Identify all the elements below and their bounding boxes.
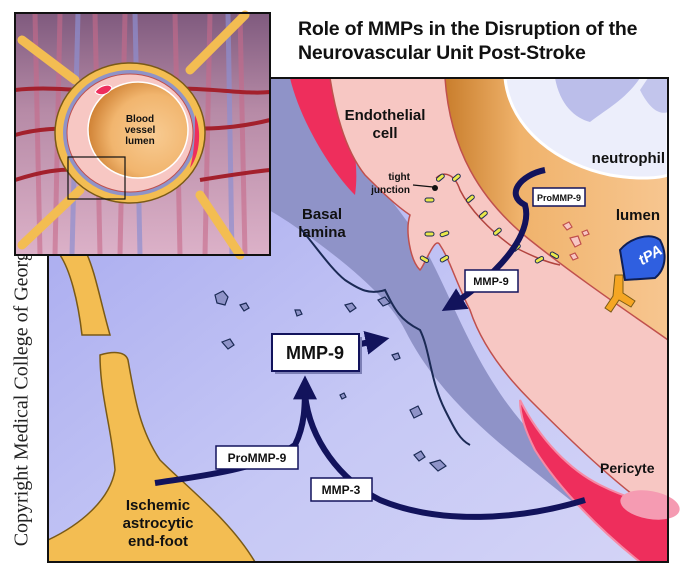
astrocyte-process (58, 249, 111, 336)
basal-lamina (48, 78, 668, 562)
basal-lamina-label-1: Basal (302, 206, 342, 223)
inset-zoom-region (67, 156, 126, 200)
endothelial-cell (329, 77, 669, 522)
basal-lamina-fragments (214, 290, 447, 472)
inset-label-line-3: lumen (125, 136, 154, 147)
main-panel-border (47, 77, 669, 563)
astrocyte-end-foot (47, 351, 257, 563)
tight-junction-label-1: tight (388, 172, 410, 183)
neutrophil-label: neutrophil (592, 150, 665, 167)
prommp9-neutrophil-label: ProMMP-9 (537, 193, 581, 203)
pericyte-nucleus (620, 490, 680, 520)
tight-junction-label-2: junction (370, 185, 410, 196)
inset-label-line-1: Blood (126, 114, 154, 125)
inset-panel: Blood vessel lumen (14, 10, 271, 260)
tight-junction-line (435, 173, 561, 266)
inset-lumen (87, 81, 189, 179)
inset-border (14, 12, 271, 256)
inset-pericyte-small (94, 84, 113, 96)
tpa-molecule (618, 235, 666, 282)
figure-title: Role of MMPs in the Disruption of the Ne… (298, 17, 637, 65)
mmp3-label: MMP-3 (322, 483, 361, 497)
title-line-2: Neurovascular Unit Post-Stroke (298, 42, 586, 64)
mmp9-main-label: MMP-9 (286, 343, 344, 363)
astrocyte-label-3: end-foot (128, 533, 188, 550)
endothelial-fragments (562, 221, 590, 261)
prommp9-neutrophil-box: ProMMP-9 (532, 187, 586, 207)
inset-pericyte (190, 115, 200, 168)
neutrophil-nucleus (555, 78, 640, 122)
endothelial-label-1: Endothelial (345, 107, 426, 124)
mmp9-small-label: MMP-9 (473, 276, 508, 288)
prommp9-astrocyte-label: ProMMP-9 (228, 451, 287, 465)
neutrophil-nucleus-lobe (640, 78, 668, 113)
tight-junction-pointer (412, 184, 434, 188)
neutrophil-cell (503, 76, 670, 180)
astrocyte-label-1: Ischemic (126, 497, 190, 514)
mmp9-main-box: MMP-9 (271, 333, 362, 374)
mmp3-box: MMP-3 (310, 477, 373, 502)
basal-lamina-edge (299, 227, 471, 446)
mmp3-pericyte-arrow (302, 394, 586, 520)
endothelial-label-2: cell (372, 125, 397, 142)
prommp9-astrocyte-box: ProMMP-9 (215, 445, 299, 470)
tpa-receptor (604, 274, 636, 313)
lumen-label: lumen (616, 207, 660, 224)
mmp9-small-box: MMP-9 (464, 269, 519, 293)
astrocyte-label-2: astrocytic (123, 515, 194, 532)
tight-junction-pointer-dot (432, 185, 438, 191)
inset-label-line-2: vessel (125, 125, 156, 136)
pericyte-label: Pericyte (600, 460, 655, 476)
basal-lamina-label-2: lamina (298, 224, 346, 241)
title-line-1: Role of MMPs in the Disruption of the (298, 18, 638, 40)
